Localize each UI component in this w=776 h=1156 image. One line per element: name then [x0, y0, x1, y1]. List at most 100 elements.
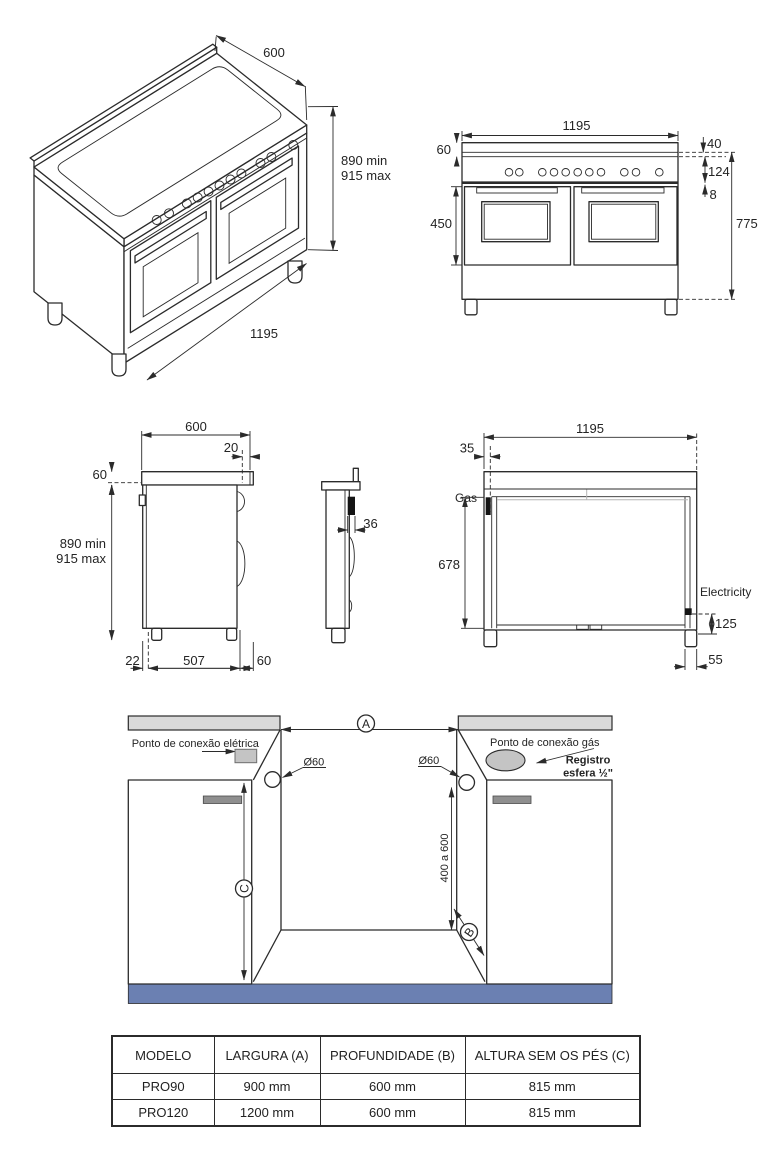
- left-cabinet: [127, 779, 253, 985]
- iso-fascia-seam: [123, 137, 307, 253]
- dim-c-letter: C: [238, 884, 252, 893]
- cell-height: 815 mm: [464, 1073, 641, 1100]
- back-foot-tab: [589, 624, 603, 630]
- gas-valve-label-1: Registro: [566, 755, 611, 767]
- side-leg: [226, 627, 238, 641]
- table-row: PRO120 1200 mm 600 mm 815 mm: [111, 1099, 641, 1127]
- detail-leg: [331, 627, 346, 644]
- side-worktop: [141, 471, 254, 486]
- front-leg: [464, 298, 478, 316]
- cell-depth: 600 mm: [319, 1099, 466, 1127]
- side-gas-inlet: [138, 494, 146, 507]
- col-header-model: MODELO: [111, 1035, 215, 1074]
- back-body: [483, 471, 698, 631]
- side-d60-rear-label: 60: [257, 653, 271, 668]
- dim-c-circle: [234, 879, 254, 898]
- iso-leg: [47, 302, 63, 326]
- detail-body: [325, 489, 350, 629]
- back-gas-connection: [485, 497, 491, 515]
- col-header-width: LARGURA (A): [213, 1035, 321, 1074]
- front-knob-row: [504, 168, 664, 177]
- front-d8-label: 8: [710, 187, 717, 202]
- front-d450-label: 450: [430, 216, 452, 231]
- left-hole: [264, 771, 281, 788]
- side-handle-profile: [236, 540, 246, 587]
- front-right-door: [573, 186, 678, 266]
- back-electricity-label: Electricity: [700, 585, 751, 599]
- right-hole: [458, 774, 476, 791]
- front-left-window: [481, 201, 551, 243]
- cell-width: 900 mm: [213, 1073, 321, 1100]
- cell-height: 815 mm: [464, 1099, 641, 1127]
- front-right-handle: [581, 187, 665, 194]
- side-height-max-label: 915 max: [56, 551, 106, 566]
- side-leg: [151, 627, 163, 641]
- back-leg: [483, 629, 498, 648]
- right-cabinet: [486, 779, 613, 985]
- detail-d36-label: 36: [363, 516, 377, 531]
- right-cabinet-handle: [492, 795, 532, 804]
- front-leg: [664, 298, 678, 316]
- detail-worktop: [321, 481, 361, 491]
- side-body: [142, 484, 238, 629]
- back-width-label: 1195: [576, 421, 604, 436]
- dim-a-circle: [356, 714, 376, 733]
- side-view: 600 20 60 890 min 915 max 22 507 60: [56, 419, 271, 672]
- cell-depth: 600 mm: [319, 1073, 466, 1100]
- gas-valve-label-2: esfera ½": [563, 768, 613, 780]
- front-view: 1195 60 40 124 8 450 775: [430, 118, 758, 316]
- gap-range-label: 400 a 600: [439, 834, 451, 883]
- left-cabinet-handle: [202, 795, 243, 804]
- back-gas-label: Gas: [455, 491, 477, 505]
- dim-a-letter: A: [362, 717, 370, 731]
- electric-connection-box: [234, 748, 258, 764]
- iso-right-door-window: [228, 177, 287, 265]
- iso-depth-label: 600: [263, 45, 285, 60]
- detail-lower-profile: [348, 599, 353, 613]
- left-countertop: [127, 715, 281, 731]
- table-row: PRO90 900 mm 600 mm 815 mm: [111, 1073, 641, 1100]
- floor-strip: [127, 983, 613, 1004]
- side-knob-profile: [236, 491, 245, 512]
- side-d22-label: 22: [125, 653, 139, 668]
- back-leg: [684, 629, 698, 648]
- front-d124-label: 124: [708, 164, 730, 179]
- iso-left-door-handle: [134, 210, 207, 264]
- gas-connection-ellipse: [485, 749, 526, 772]
- iso-width-label: 1195: [250, 326, 278, 341]
- front-d775-label: 775: [736, 216, 758, 231]
- front-right-window: [588, 201, 659, 243]
- left-hole-dia-label: Ø60: [304, 757, 325, 769]
- back-d678-label: 678: [438, 557, 460, 572]
- side-d600-label: 600: [185, 419, 207, 434]
- back-d125-label: 125: [715, 616, 737, 631]
- front-d60-label: 60: [437, 142, 451, 157]
- table-header-row: MODELO LARGURA (A) PROFUNDIDADE (B) ALTU…: [111, 1035, 641, 1074]
- col-header-height: ALTURA SEM OS PÉS (C): [464, 1035, 641, 1074]
- side-d20-label: 20: [224, 440, 238, 455]
- front-d40-label: 40: [707, 136, 721, 151]
- detail-handle-profile: [348, 536, 355, 578]
- side-d507-label: 507: [183, 653, 205, 668]
- back-d55-label: 55: [708, 652, 722, 667]
- back-view: 1195 35 Gas 678 Electricity 125 55: [438, 421, 751, 670]
- front-left-door: [463, 186, 572, 266]
- cell-width: 1200 mm: [213, 1099, 321, 1127]
- col-header-depth: PROFUNDIDADE (B): [319, 1035, 466, 1074]
- cell-model: PRO90: [111, 1073, 215, 1100]
- iso-width-dim-line: [146, 263, 307, 381]
- electric-point-label: Ponto de conexão elétrica: [132, 738, 260, 750]
- model-spec-table: MODELO LARGURA (A) PROFUNDIDADE (B) ALTU…: [111, 1035, 641, 1127]
- front-left-handle: [476, 187, 558, 194]
- dim-b-circle: [459, 922, 479, 942]
- iso-height-min-label: 890 min: [341, 153, 387, 168]
- iso-leg: [111, 353, 127, 377]
- side-d60-top-label: 60: [93, 467, 107, 482]
- detail-bracket: [352, 467, 359, 484]
- gas-point-label: Ponto de conexão gás: [490, 737, 600, 749]
- isometric-view: 600 890 min 915 max 1195: [29, 35, 391, 381]
- iso-right-oven-door: [215, 145, 300, 280]
- cell-model: PRO120: [111, 1099, 215, 1127]
